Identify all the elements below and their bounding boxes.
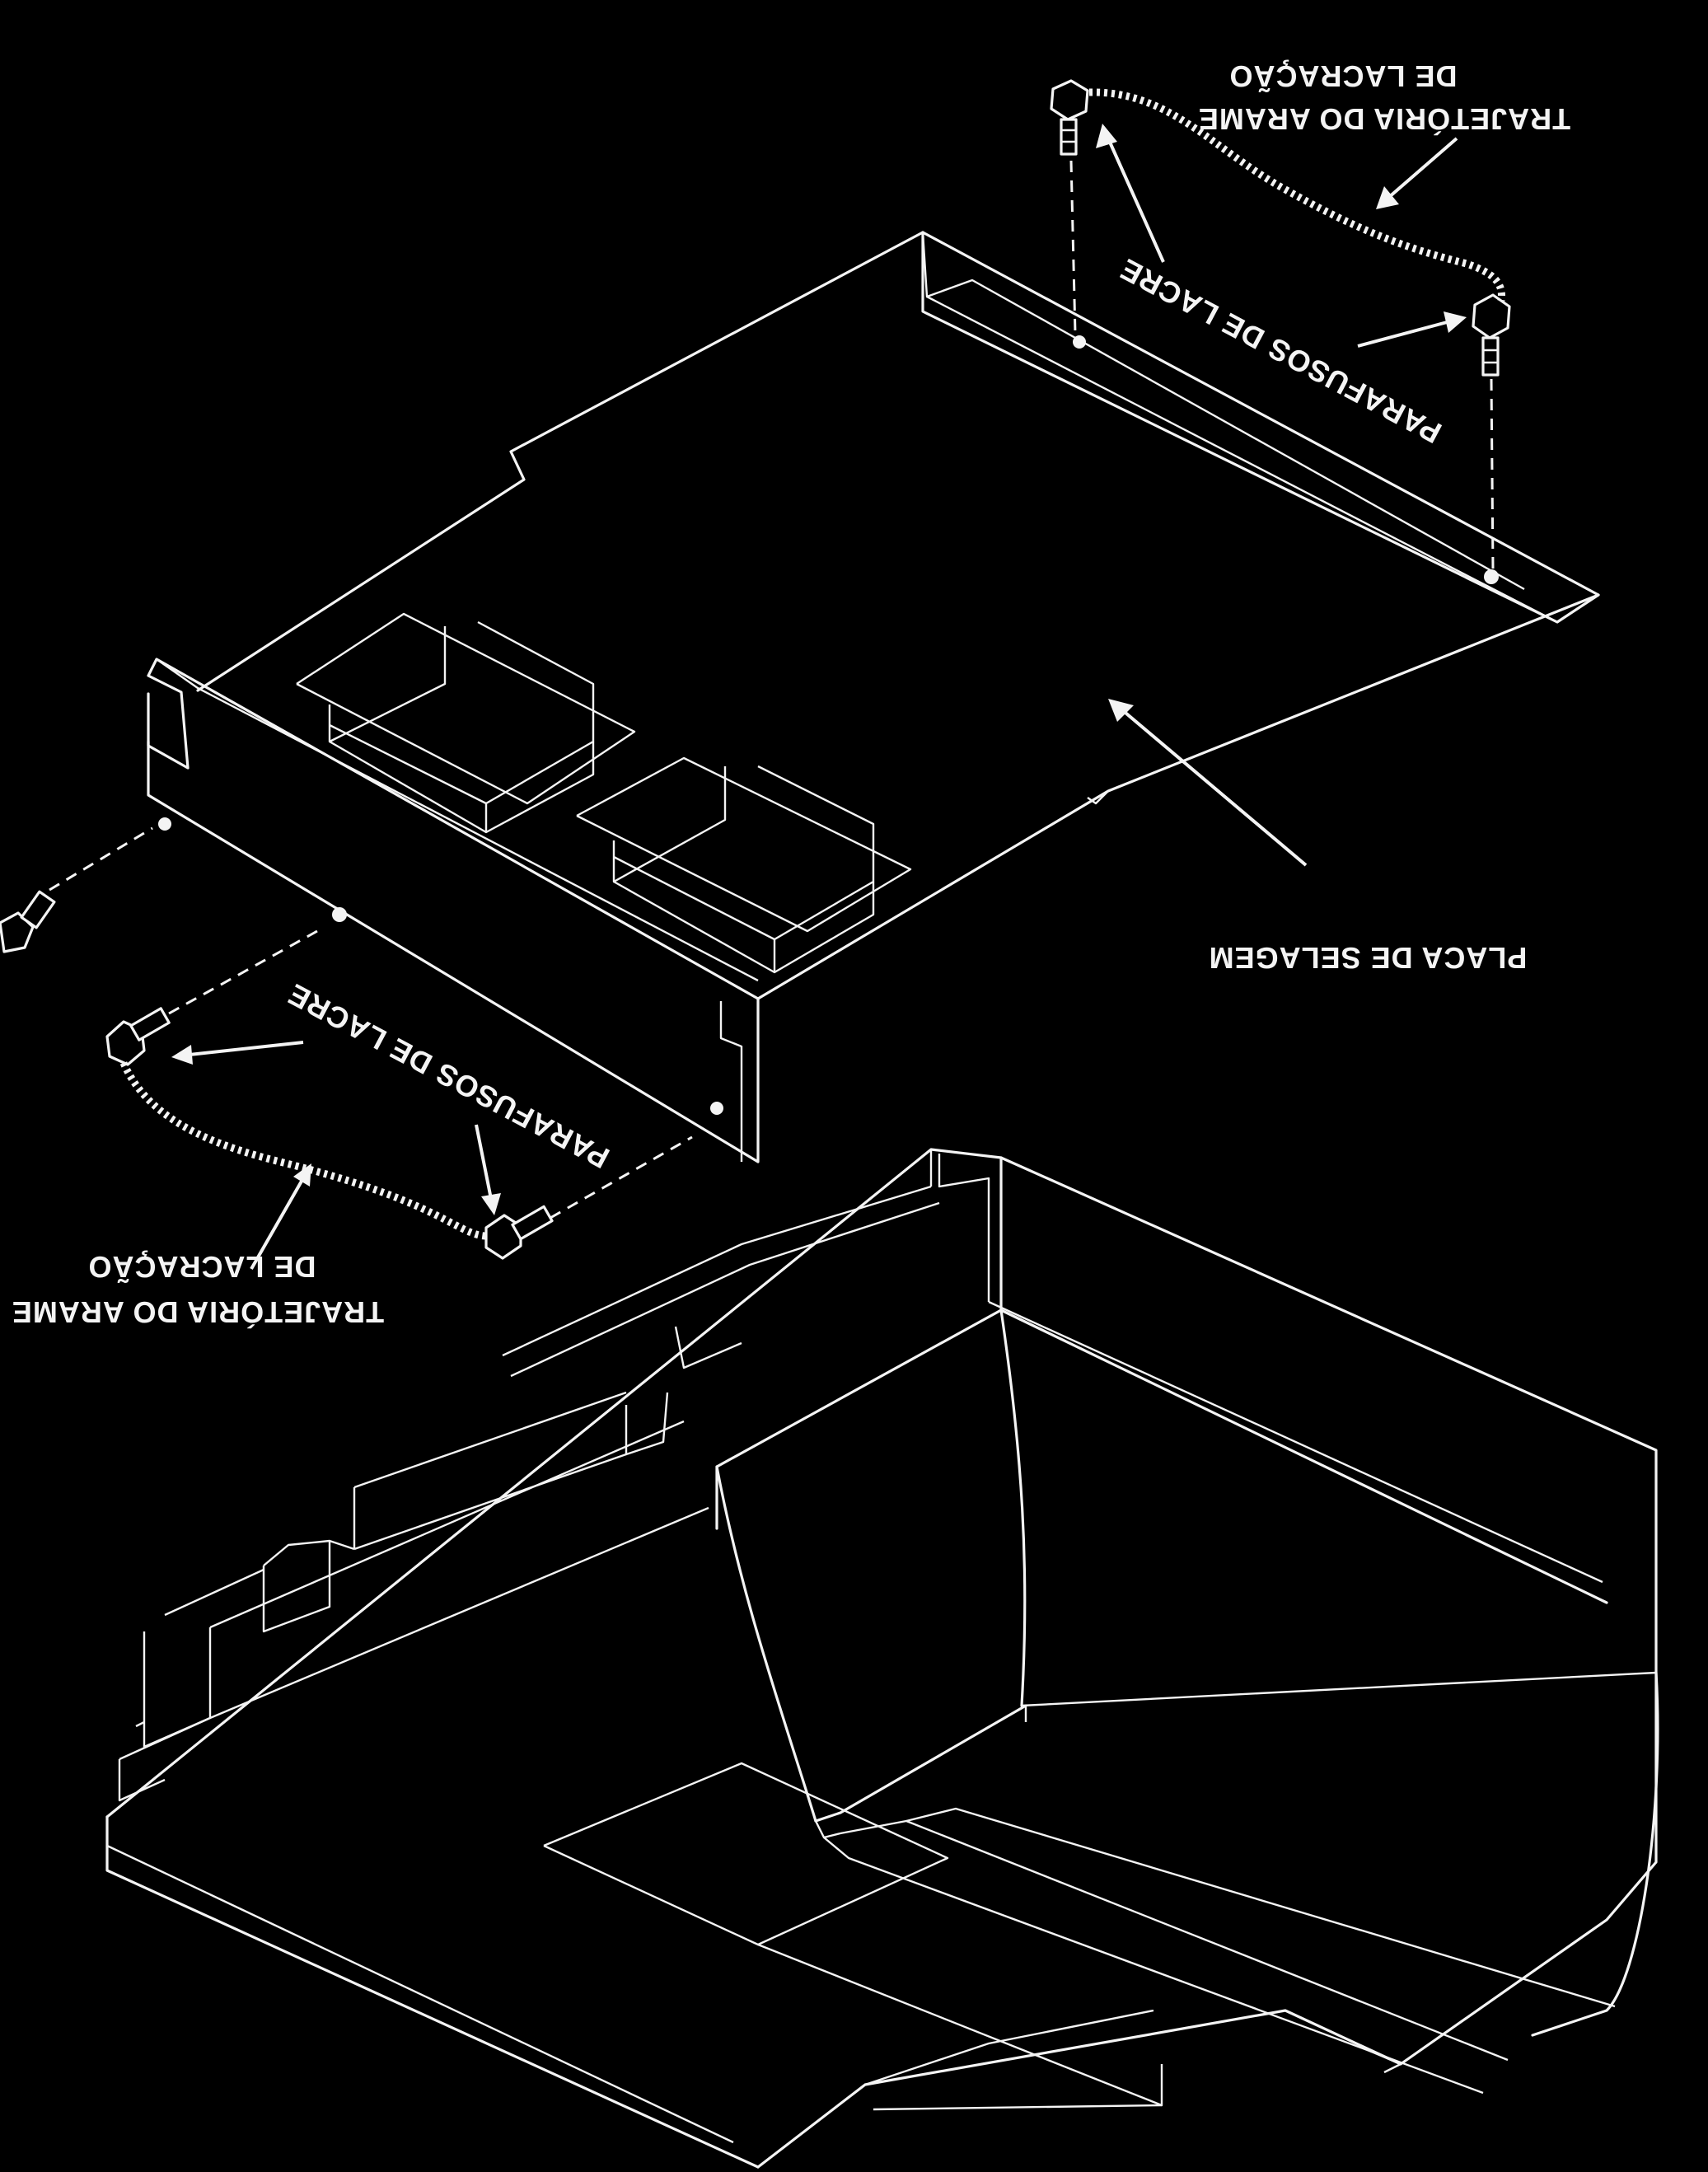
- bottom-arrows: [171, 1041, 501, 1270]
- plate-outline: [147, 231, 1600, 1000]
- label-wire-path-bottom-2: TRAJETÓRIA DO ARAME: [12, 1295, 384, 1330]
- seal-screw-1: [1050, 79, 1089, 156]
- printer-body: [105, 1148, 1659, 2169]
- seal-screw-5: [484, 1205, 554, 1260]
- sealing-plate: [147, 231, 1600, 1163]
- body-top-block: [999, 1156, 1608, 1604]
- label-sealing-plate: PLACA DE SELAGEM: [1209, 941, 1528, 975]
- screw-hole: [710, 1102, 723, 1115]
- seal-wire-bottom: [119, 1061, 487, 1240]
- label-seal-screws-top: PARAFUSOS DE LACRE: [1114, 252, 1447, 451]
- top-seal-screws: [1050, 79, 1511, 569]
- label-wire-path-top-1: DE LACRAÇÃO: [1229, 59, 1458, 94]
- plate-rear-flange: [921, 231, 1600, 624]
- plate-front-flange: [147, 740, 760, 1163]
- plate-boss-1: [296, 612, 636, 834]
- bottom-seal-screws: [0, 826, 693, 1260]
- seal-screw-2: [1472, 293, 1511, 377]
- body-front-cover: [715, 1465, 817, 1823]
- screw-hole: [1073, 335, 1086, 349]
- body-base-outline: [105, 1148, 1658, 2169]
- labels: DE LACRAÇÃO TRAJETÓRIA DO ARAME PARAFUSO…: [12, 59, 1570, 1330]
- body-base-plate: [543, 1762, 949, 1946]
- seal-screw-3: [0, 890, 56, 953]
- screw-hole: [332, 907, 347, 922]
- top-arrows: [1096, 124, 1467, 867]
- screw-hole: [158, 817, 171, 831]
- seal-screw-4: [105, 1007, 171, 1066]
- seal-wire-top: [1088, 88, 1505, 302]
- label-wire-path-top-2: TRAJETÓRIA DO ARAME: [1198, 102, 1570, 137]
- label-seal-screws-bottom: PARAFUSOS DE LACRE: [282, 977, 615, 1176]
- screw-hole: [1484, 569, 1499, 584]
- label-wire-path-bottom-1: DE LACRAÇÃO: [88, 1250, 316, 1285]
- plate-boss-2: [576, 756, 912, 974]
- plate-edge: [196, 231, 924, 692]
